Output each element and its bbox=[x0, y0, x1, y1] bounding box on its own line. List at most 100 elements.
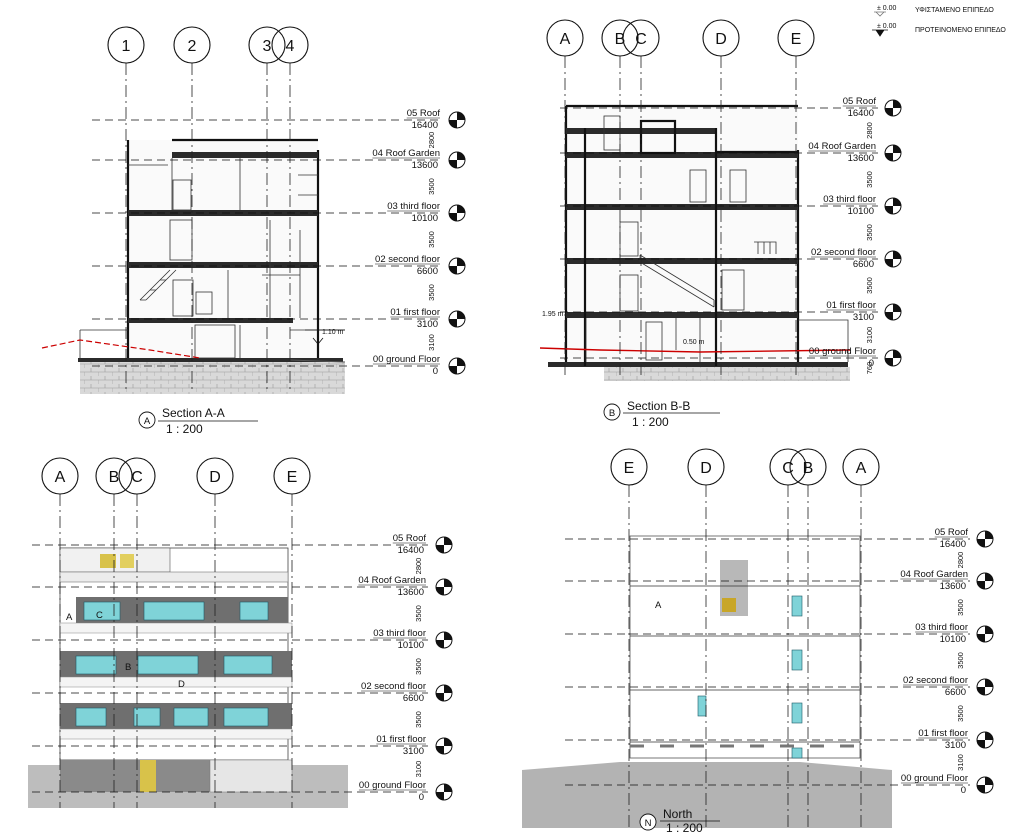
grid-bubble bbox=[173, 26, 211, 64]
level-elevation: 6600 bbox=[945, 687, 966, 698]
level-elevation: 13600 bbox=[412, 160, 438, 171]
level-name: 05 Roof bbox=[393, 533, 427, 544]
grid-b: B bbox=[601, 19, 639, 375]
grid-e: E bbox=[610, 448, 648, 828]
legend-proposed-value: ± 0.00 bbox=[877, 23, 897, 30]
grid-bubble bbox=[842, 448, 880, 486]
spot-elevation-2: 0.50 m bbox=[683, 339, 705, 346]
grid-c: C bbox=[769, 448, 807, 828]
grid-bubble bbox=[546, 19, 584, 57]
level-elevation: 13600 bbox=[398, 587, 424, 598]
level-name: 04 Roof Garden bbox=[358, 575, 426, 586]
grid-bubble bbox=[118, 457, 156, 495]
grid-d: D bbox=[196, 457, 234, 808]
grid-b: B bbox=[789, 448, 827, 828]
view-tag: N bbox=[645, 818, 652, 829]
grid-label: E bbox=[287, 469, 298, 486]
grid-label: 4 bbox=[286, 38, 295, 55]
level-target-icon bbox=[884, 349, 902, 367]
level-dimension: 3500 bbox=[956, 599, 965, 616]
grid-label: B bbox=[615, 31, 626, 48]
view-tag-circle bbox=[639, 813, 657, 831]
grid-bubble bbox=[196, 457, 234, 495]
level-target-icon bbox=[435, 737, 453, 755]
level-elevation: 16400 bbox=[940, 539, 966, 550]
view-title-section-a-a: A Section A-A 1 : 200 bbox=[138, 406, 258, 436]
grid-label: D bbox=[700, 460, 712, 477]
level-elevation: 10100 bbox=[398, 640, 424, 651]
facade-tag: C bbox=[96, 610, 103, 621]
level-elevation: 16400 bbox=[412, 120, 438, 131]
level-name: 03 third floor bbox=[915, 622, 968, 633]
level-target-icon bbox=[435, 631, 453, 649]
level-name: 04 Roof Garden bbox=[808, 141, 876, 152]
level-name: 04 Roof Garden bbox=[900, 569, 968, 580]
grid-d: D bbox=[702, 19, 740, 375]
level-name: 03 third floor bbox=[387, 201, 440, 212]
level-name: 03 third floor bbox=[823, 194, 876, 205]
level-dimension: 3500 bbox=[956, 705, 965, 722]
level-target-icon bbox=[448, 151, 466, 169]
view-title: Section B-B bbox=[627, 399, 690, 413]
level-dimension: 3500 bbox=[956, 652, 965, 669]
level-target-icon bbox=[884, 144, 902, 162]
level-dimension: 2800 bbox=[427, 132, 436, 149]
level-elevation: 6600 bbox=[853, 259, 874, 270]
grid-a: A bbox=[546, 19, 584, 375]
level-dimension: 2800 bbox=[865, 122, 874, 139]
grid-label: 2 bbox=[188, 38, 197, 55]
grid-label: D bbox=[209, 469, 221, 486]
level-name: 00 ground Floor bbox=[901, 773, 968, 784]
level-target-icon bbox=[976, 530, 994, 548]
level-dimension: 3500 bbox=[414, 658, 423, 675]
level-dimension: 2800 bbox=[956, 552, 965, 569]
level-dimension: 3100 bbox=[414, 761, 423, 778]
facade-tag: A bbox=[66, 612, 73, 623]
legend-existing-label: ΥΦΙΣΤΑΜΕΝΟ ΕΠΙΠΕΔΟ bbox=[915, 7, 994, 14]
level-dimension: 3500 bbox=[414, 605, 423, 622]
view-title-north: N North 1 : 200 bbox=[639, 807, 720, 834]
view-tag-circle bbox=[138, 411, 156, 429]
elevation-c-building bbox=[28, 547, 348, 808]
grid-bubble bbox=[789, 448, 827, 486]
view-title: North bbox=[663, 807, 692, 821]
grid-e: E bbox=[777, 19, 815, 375]
north-building bbox=[522, 535, 892, 828]
existing-level-icon bbox=[874, 11, 886, 17]
view-tag: B bbox=[609, 408, 615, 419]
level-elevation: 3100 bbox=[417, 319, 438, 330]
level-dimension: 3500 bbox=[865, 171, 874, 188]
grid-bubble bbox=[271, 26, 309, 64]
grid-bubble bbox=[273, 457, 311, 495]
level-name: 02 second floor bbox=[903, 675, 968, 686]
level-target-icon bbox=[976, 572, 994, 590]
level-dimension: 3500 bbox=[427, 231, 436, 248]
level-elevation: 6600 bbox=[417, 266, 438, 277]
view-tag-circle bbox=[603, 403, 621, 421]
grid-bubble bbox=[107, 26, 145, 64]
proposed-level-icon bbox=[872, 29, 888, 37]
level-elevation: 0 bbox=[419, 792, 424, 803]
legend-proposed: ± 0.00 ΠΡΟΤΕΙΝΟΜΕΝΟ ΕΠΙΠΕΔΟ bbox=[872, 23, 1006, 37]
grid-bubble bbox=[248, 26, 286, 64]
level-target-icon bbox=[435, 783, 453, 801]
spot-elevation: 1.10 m bbox=[322, 329, 344, 336]
grid-c: C bbox=[622, 19, 660, 375]
